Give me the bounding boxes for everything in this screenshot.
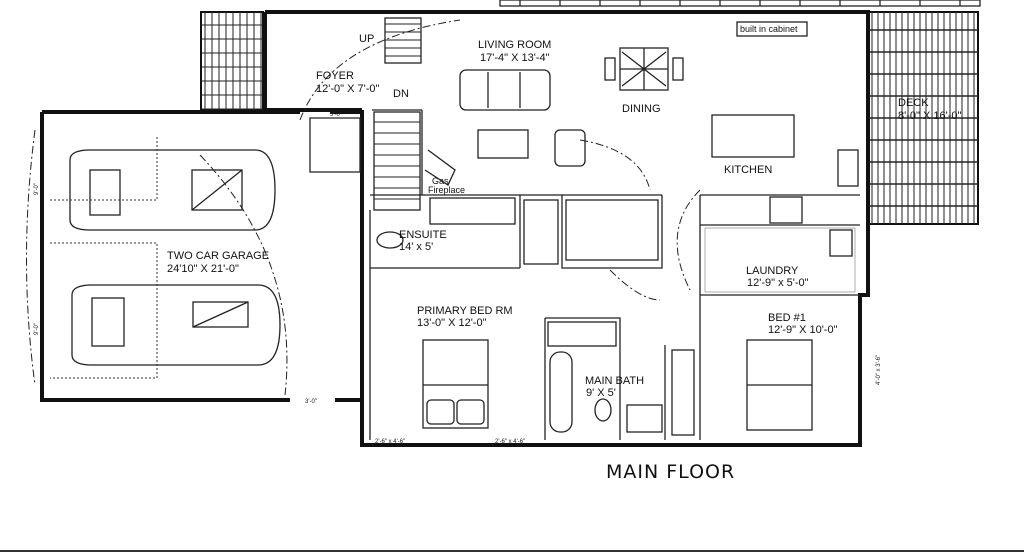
parking-outline [50, 135, 158, 379]
foyer-name: FOYER [316, 70, 354, 82]
car-top [69, 149, 276, 231]
coffee-table [477, 129, 529, 159]
washer [829, 229, 853, 257]
bed1-name: BED #1 [768, 312, 806, 324]
garage-door-swing [26, 129, 36, 386]
upper-plan-edge [499, 0, 981, 7]
laundry-tile [704, 227, 856, 293]
window-dim-1: 2'-6" x 4'-6" [375, 439, 405, 445]
deck [867, 11, 979, 225]
stairs-up-label: UP [359, 33, 374, 45]
deck-name: DECK [898, 97, 929, 109]
shower [523, 199, 559, 265]
window-dim-2: 2'-6" x 4'-6" [495, 439, 525, 445]
garage-name: TWO CAR GARAGE [167, 250, 269, 262]
dining-table [604, 47, 684, 91]
stairs-down-label: DN [393, 88, 409, 100]
fireplace-label-1: Gas [432, 176, 449, 186]
foyer-size: 12'-0" X 7'-0" [316, 83, 379, 95]
range [769, 196, 803, 224]
kitchen-name: KITCHEN [724, 164, 772, 176]
dining-name: DINING [622, 103, 661, 115]
living-size: 17'-4" X 13'-4" [480, 52, 550, 64]
laundry-name: LAUNDRY [746, 265, 799, 277]
linen-closet [547, 321, 617, 347]
garage-entry-dim: 3'-0" [305, 399, 317, 405]
primary-name: PRIMARY BED RM [417, 305, 513, 317]
armchair [554, 129, 586, 167]
bathtub [549, 351, 573, 433]
fireplace [424, 149, 456, 186]
garage-door-dim-1: 9'-0" [34, 183, 40, 195]
stairs [373, 17, 422, 211]
bed1-bed [746, 339, 813, 431]
fireplace-label-2: Fireplace [428, 185, 465, 195]
primary-bed [422, 339, 489, 429]
ensuite-name: ENSUITE [399, 229, 447, 241]
main-bath-size: 9' X 5' [586, 387, 616, 399]
wiring-runs [299, 19, 701, 301]
garage-door-dim-2: 9'-0" [34, 323, 40, 335]
living-name: LIVING ROOM [478, 39, 551, 51]
walk-in-closet [565, 199, 659, 261]
sofa [459, 69, 551, 111]
vanity [429, 197, 516, 225]
window-dim-bed1: 4'-0" x 3'-6" [876, 355, 882, 385]
primary-size: 13'-0" X 12'-0" [417, 317, 487, 329]
walls [40, 10, 870, 447]
toilet [376, 231, 404, 249]
bath-sink [626, 404, 663, 433]
wiring-run [199, 154, 288, 396]
built-in-cabinet [736, 21, 808, 37]
bath-toilet [594, 398, 612, 422]
kitchen-sink [837, 149, 859, 187]
front-stoop [200, 11, 264, 111]
built-in-cabinet-label: built in cabinet [740, 24, 798, 34]
deck-size: 8'-0" X 16'-0" [898, 110, 961, 122]
bed1-size: 12'-9" X 10'-0" [768, 324, 838, 336]
foyer-closet-dim: 3'-0" [330, 112, 342, 118]
main-bath-name: MAIN BATH [585, 375, 644, 387]
kitchen-island [711, 114, 795, 158]
garage-size: 24'10" X 21'-0" [167, 263, 239, 275]
plan-title: MAIN FLOOR [606, 461, 735, 483]
closet [671, 349, 695, 436]
ensuite-size: 14' x 5' [399, 241, 433, 253]
car-bottom [71, 284, 281, 366]
laundry-size: 12'-9" x 5'-0" [747, 277, 809, 289]
